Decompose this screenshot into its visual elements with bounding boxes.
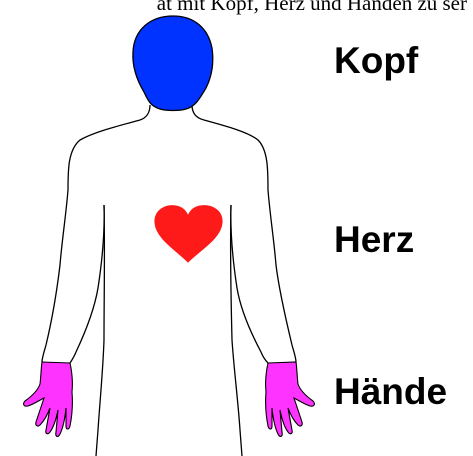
head-icon [133, 16, 213, 111]
left-hand-icon [24, 362, 73, 436]
label-hands: Hände [334, 373, 447, 410]
heart-icon [155, 206, 222, 262]
label-heart: Herz [334, 221, 414, 258]
right-hand-icon [266, 362, 315, 436]
body-outline [42, 105, 296, 456]
label-head: Kopf [334, 42, 418, 79]
